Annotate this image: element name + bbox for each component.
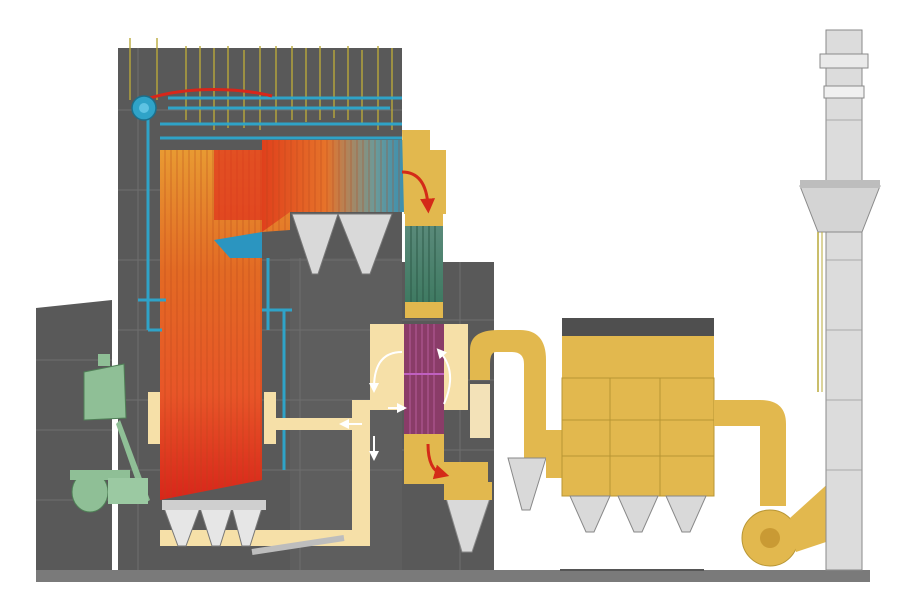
forced-draft-fan [70,470,148,513]
flue-gas-flow-arrows [401,170,450,480]
induced-draft-fan [741,480,832,567]
steam-drum [131,95,157,121]
air-flow-arrows [339,348,451,461]
cyclone [444,330,564,553]
chimney [799,29,881,571]
ash-hoppers [162,213,393,555]
water-pipes [138,96,402,470]
id-fan-duct [714,400,786,506]
superheater-pass [214,140,404,258]
burner-columns [148,392,276,444]
electrostatic-precipitator [560,318,715,571]
ground-slab [36,570,870,582]
air-preheater [370,324,468,434]
economizer [405,214,443,318]
flue-gas-duct-upper [402,130,446,214]
